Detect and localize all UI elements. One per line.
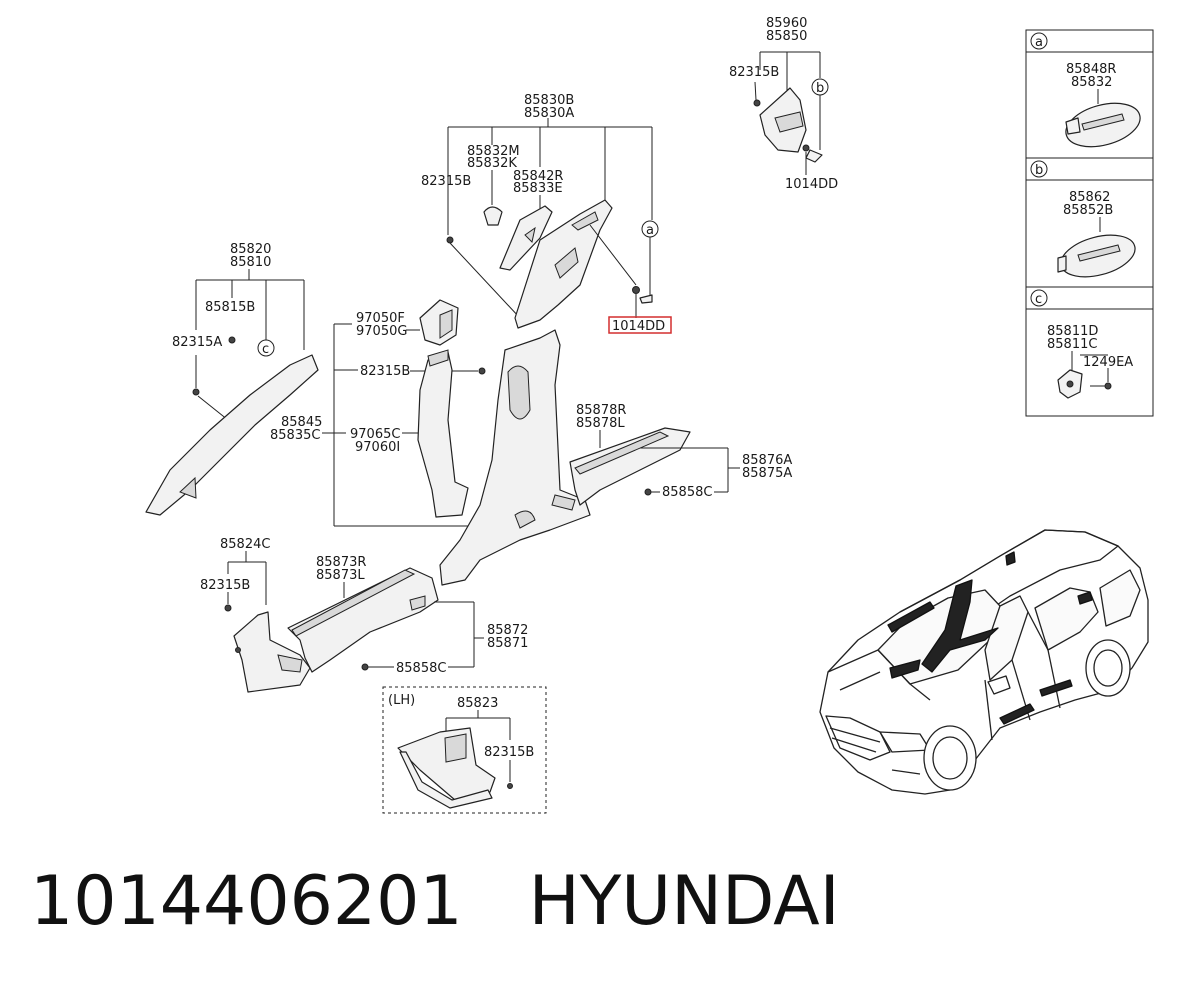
lh-kick-panel-icon [397,727,496,801]
legend-a-marker [1030,32,1048,50]
label-85824C: 85824C [220,537,270,552]
legend-c-part1: 85811D [1047,324,1098,339]
label-82315B-mid: 82315B [421,174,471,189]
label-85823: 85823 [457,696,498,711]
label-85832M: 85832M [467,144,520,159]
front-scuff-group: 85824C 82315B 85873R 85873L 85872 85871 … [200,537,528,693]
rear-scuff-plate-icon [569,427,691,506]
legend-panel: a 85848R 85832 b 85862 85852B c 85811D 8… [1025,29,1154,417]
trim-insert-icon [499,205,553,271]
duct-lower-icon [417,351,469,518]
clip-85832-icon [483,206,503,226]
part-number: 1014406201 [30,862,463,941]
legend-a-key: a [1035,35,1043,50]
vehicle-illustration [819,529,1149,795]
b-pillar-upper-group: 85830B 85830A 85832M 85832K 82315B 85842… [421,93,672,334]
legend-b-key: b [1035,163,1043,178]
kick-panel-icon [233,611,311,693]
label-85858C-l: 85858C [396,661,446,676]
label-85878L: 85878L [576,416,625,431]
highlight-box-1014DD[interactable] [608,316,672,334]
callout-a-label: a [646,223,654,238]
label-97050F: 97050F [356,311,405,326]
label-85873R: 85873R [316,555,366,570]
legend-a-part1: 85848R [1066,62,1116,77]
legend-b-part1: 85862 [1069,190,1110,205]
legend-c-part3: 1249EA [1083,355,1133,370]
clip-icon [753,99,761,107]
label-85820: 85820 [230,242,271,257]
label-85878R: 85878R [576,403,626,418]
b-pillar-lower-trim-icon [439,329,591,586]
screw-icon [1104,382,1112,390]
label-85832K: 85832K [467,156,517,171]
label-85842R: 85842R [513,169,563,184]
label-85830A: 85830A [524,106,574,121]
label-85873L: 85873L [316,568,365,583]
callout-c-label: c [262,342,269,357]
rear-scuff-group: 85878R 85878L 85876A 85875A 85858C [569,403,792,506]
label-85835C: 85835C [270,428,320,443]
vehicle-pillar-trim-highlight [921,579,999,673]
label-1014DD-top: 1014DD [785,177,838,192]
brand-name: HYUNDAI [528,862,840,941]
legend-b-part2: 85852B [1063,203,1113,218]
legend-a-part2: 85832 [1071,75,1112,90]
label-85833E: 85833E [513,181,563,196]
label-85845: 85845 [281,415,322,430]
label-85815B: 85815B [205,300,255,315]
lh-bracket-icon [399,751,493,809]
top-bracket-group: 85960 85850 82315B b 1014DD [729,16,838,192]
legend-c-marker [1030,289,1048,307]
label-82315B-lh: 82315B [484,745,534,760]
label-1014DD-highlighted: 1014DD [612,319,665,334]
label-85858C-r: 85858C [662,485,712,500]
label-85830B: 85830B [524,93,574,108]
front-scuff-plate-icon [287,567,439,673]
label-82315B-l: 82315B [200,578,250,593]
label-97060I: 97060I [355,440,400,455]
footer-caption: 1014406201 HYUNDAI [30,862,840,941]
label-85875A: 85875A [742,466,792,481]
label-85850: 85850 [766,29,807,44]
label-97050G: 97050G [356,324,407,339]
legend-c-part2: 85811C [1047,337,1097,352]
b-pillar-lower-group: 97050F 97050G 82315B 85845 85835C 97065C… [270,299,591,586]
legend-c-key: c [1035,292,1042,307]
label-85876A: 85876A [742,453,792,468]
a-pillar-group: 85820 85810 85815B 82315A c [145,242,319,516]
callout-b-label: b [816,81,824,96]
label-85871: 85871 [487,636,528,651]
label-97065C: 97065C [350,427,400,442]
callout-c [257,339,275,357]
lh-detail-box: (LH) 85823 82315B [382,686,547,814]
label-82315B-b: 82315B [360,364,410,379]
label-85872: 85872 [487,623,528,638]
label-85960: 85960 [766,16,807,31]
label-85810: 85810 [230,255,271,270]
legend-b-marker [1030,160,1048,178]
label-lh: (LH) [388,693,415,708]
label-82315B-top: 82315B [729,65,779,80]
label-82315A: 82315A [172,335,222,350]
